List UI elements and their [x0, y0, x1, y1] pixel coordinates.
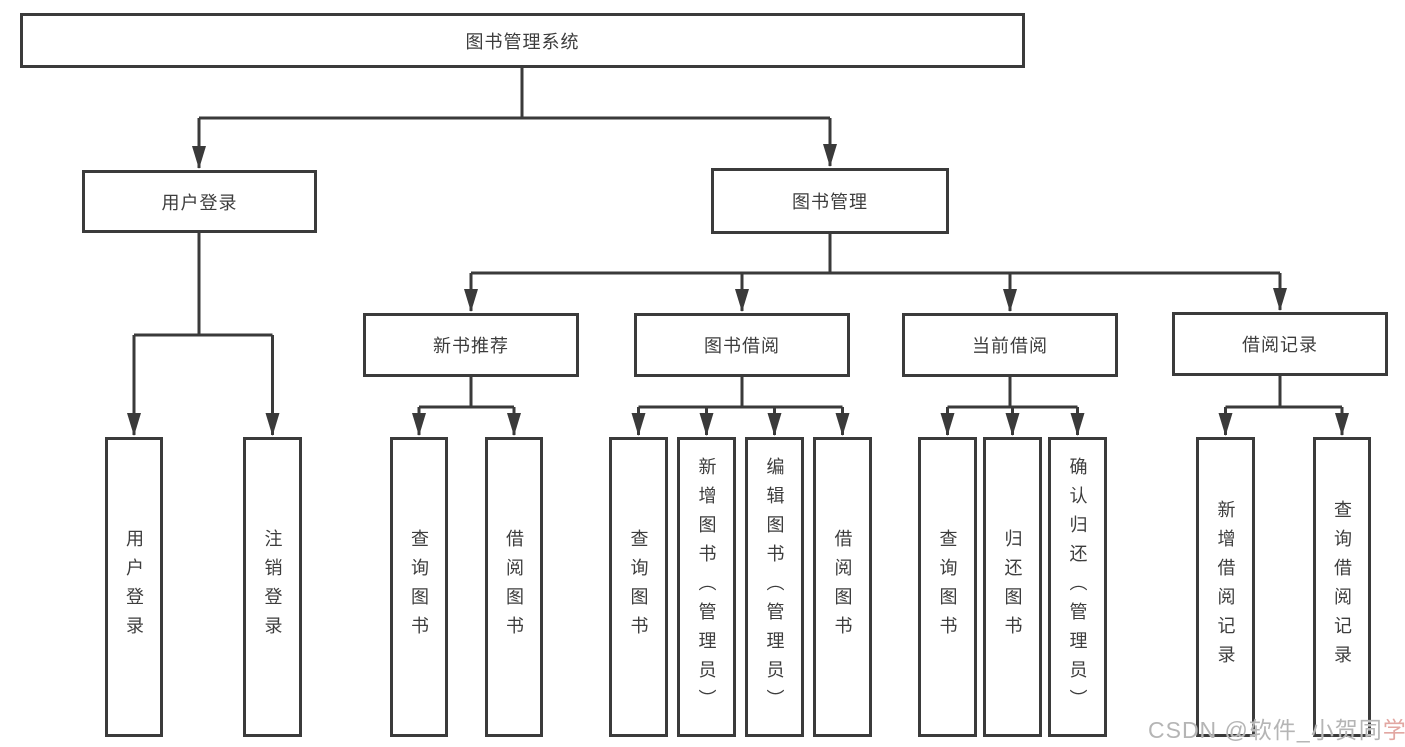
connector-new-book-rail [419, 377, 514, 409]
leaf-query-books-borrowing: 查询图书 [609, 437, 668, 737]
leaf-confirm-return-admin: 确认归还（管理员） [1048, 437, 1107, 737]
connector-borrowing-records-rail [1225, 376, 1342, 409]
connector-user-login-rail [134, 233, 273, 337]
leaf-query-borrow-record: 查询借阅记录 [1313, 437, 1371, 737]
leaf-add-books-admin: 新增图书（管理员） [677, 437, 736, 737]
node-book-management: 图书管理 [711, 168, 949, 234]
leaf-borrow-books-recommend: 借阅图书 [485, 437, 543, 737]
node-current-borrowing: 当前借阅 [902, 313, 1118, 377]
leaf-query-books-recommend: 查询图书 [390, 437, 448, 737]
connector-current-borrowing-rail [947, 377, 1078, 409]
leaf-logout: 注销登录 [243, 437, 302, 737]
connector-book-borrowing-rail [638, 377, 843, 409]
connector-book-management-rail [471, 234, 1280, 275]
watermark-text: CSDN @软件_小贺同 [1148, 717, 1383, 743]
leaf-user-login: 用户登录 [105, 437, 163, 737]
connector-root-rail [199, 68, 830, 120]
node-book-borrowing: 图书借阅 [634, 313, 850, 377]
node-borrowing-records: 借阅记录 [1172, 312, 1388, 376]
leaf-return-books: 归还图书 [983, 437, 1042, 737]
watermark: CSDN @软件_小贺同学 [1148, 711, 1405, 745]
leaf-add-borrow-record: 新增借阅记录 [1196, 437, 1255, 737]
leaf-borrow-books-borrowing: 借阅图书 [813, 437, 872, 737]
leaf-query-books-current: 查询图书 [918, 437, 977, 737]
node-new-book-recommend: 新书推荐 [363, 313, 579, 377]
node-user-login: 用户登录 [82, 170, 317, 233]
leaf-edit-books-admin: 编辑图书（管理员） [745, 437, 804, 737]
watermark-text-tail: 学 [1382, 717, 1405, 743]
node-library-management-system: 图书管理系统 [20, 13, 1025, 68]
